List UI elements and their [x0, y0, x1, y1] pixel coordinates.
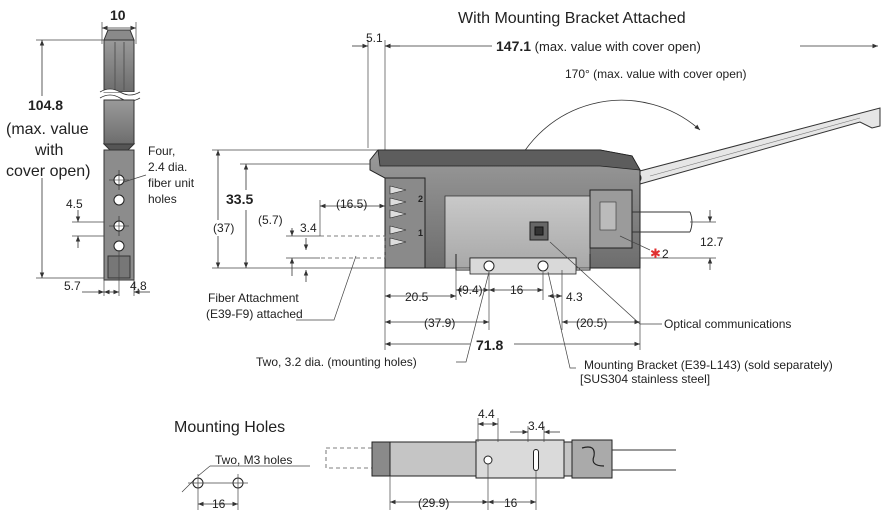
front-height-note-2: with: [34, 142, 63, 159]
bracket-label-2: [SUS304 stainless steel]: [580, 372, 710, 386]
side-dim-9-4: (9.4): [458, 283, 483, 297]
bottom-dim-29-9: (29.9): [418, 496, 449, 510]
bracket-label-1: Mounting Bracket (E39-L143) (sold separa…: [584, 358, 833, 372]
mounting-holes-label: Two, 3.2 dia. (mounting holes): [256, 355, 417, 369]
front-height-note-3: cover open): [6, 163, 91, 180]
front-height-note-1: (max. value: [6, 121, 89, 138]
side-dim-16: 16: [510, 283, 524, 297]
drawing-title: With Mounting Bracket Attached: [458, 10, 686, 27]
side-dim-4-3: 4.3: [566, 290, 583, 304]
front-dim-5-7: 5.7: [64, 279, 81, 293]
front-dim-4-8: 4.8: [130, 279, 147, 293]
port-label-2: 2: [418, 194, 423, 204]
bottom-view: 4.4 3.4 (29.9) 16: [325, 407, 676, 510]
bottom-dim-3-4: 3.4: [528, 419, 545, 433]
side-dim-5-7: (5.7): [258, 213, 283, 227]
front-width-dim: 10: [110, 7, 126, 23]
side-height-dim: 33.5: [226, 191, 253, 207]
fiber-port-triangles: [389, 185, 407, 247]
front-view: 10 104.8 (max. value with cover open): [4, 7, 195, 296]
note-number: 2: [662, 247, 669, 261]
port-label-1: 1: [418, 228, 423, 238]
front-holes-label-3: fiber unit: [148, 176, 195, 190]
side-dim-20-5: 20.5: [405, 290, 429, 304]
side-dim-16-5: (16.5): [336, 197, 367, 211]
optical-label: Optical communications: [664, 317, 791, 331]
note-mark: ✱: [650, 246, 661, 261]
mounting-holes-view: Mounting Holes Two, M3 holes 16: [174, 419, 310, 511]
front-holes-label-2: 2.4 dia.: [148, 160, 187, 174]
side-dim-5-1: 5.1: [366, 31, 383, 45]
bottom-dim-16: 16: [504, 496, 518, 510]
front-height-dim: 104.8: [28, 97, 63, 113]
fiber-attachment-label-2: (E39-F9) attached: [206, 307, 303, 321]
side-length-dim: 147.1 (max. value with cover open): [496, 38, 701, 54]
front-holes-label-1: Four,: [148, 144, 175, 158]
front-dim-4-5: 4.5: [66, 197, 83, 211]
bottom-dim-4-4: 4.4: [478, 407, 495, 421]
front-holes-label-4: holes: [148, 192, 177, 206]
side-view: 5.1 147.1 (max. value with cover open) 1…: [206, 31, 881, 386]
fiber-attachment-label-1: Fiber Attachment: [208, 291, 299, 305]
side-dim-12-7: 12.7: [700, 235, 724, 249]
side-dim-20-5p: (20.5): [576, 316, 607, 330]
side-dim-3-4: 3.4: [300, 221, 317, 235]
side-total-dim: 71.8: [476, 337, 503, 353]
side-height-37: (37): [213, 221, 234, 235]
side-dim-37-9: (37.9): [424, 316, 455, 330]
side-angle-label: 170° (max. value with cover open): [565, 67, 747, 81]
mounting-m3-label: Two, M3 holes: [215, 453, 292, 467]
mounting-holes-title: Mounting Holes: [174, 419, 285, 436]
mounting-dim-16: 16: [212, 497, 226, 511]
